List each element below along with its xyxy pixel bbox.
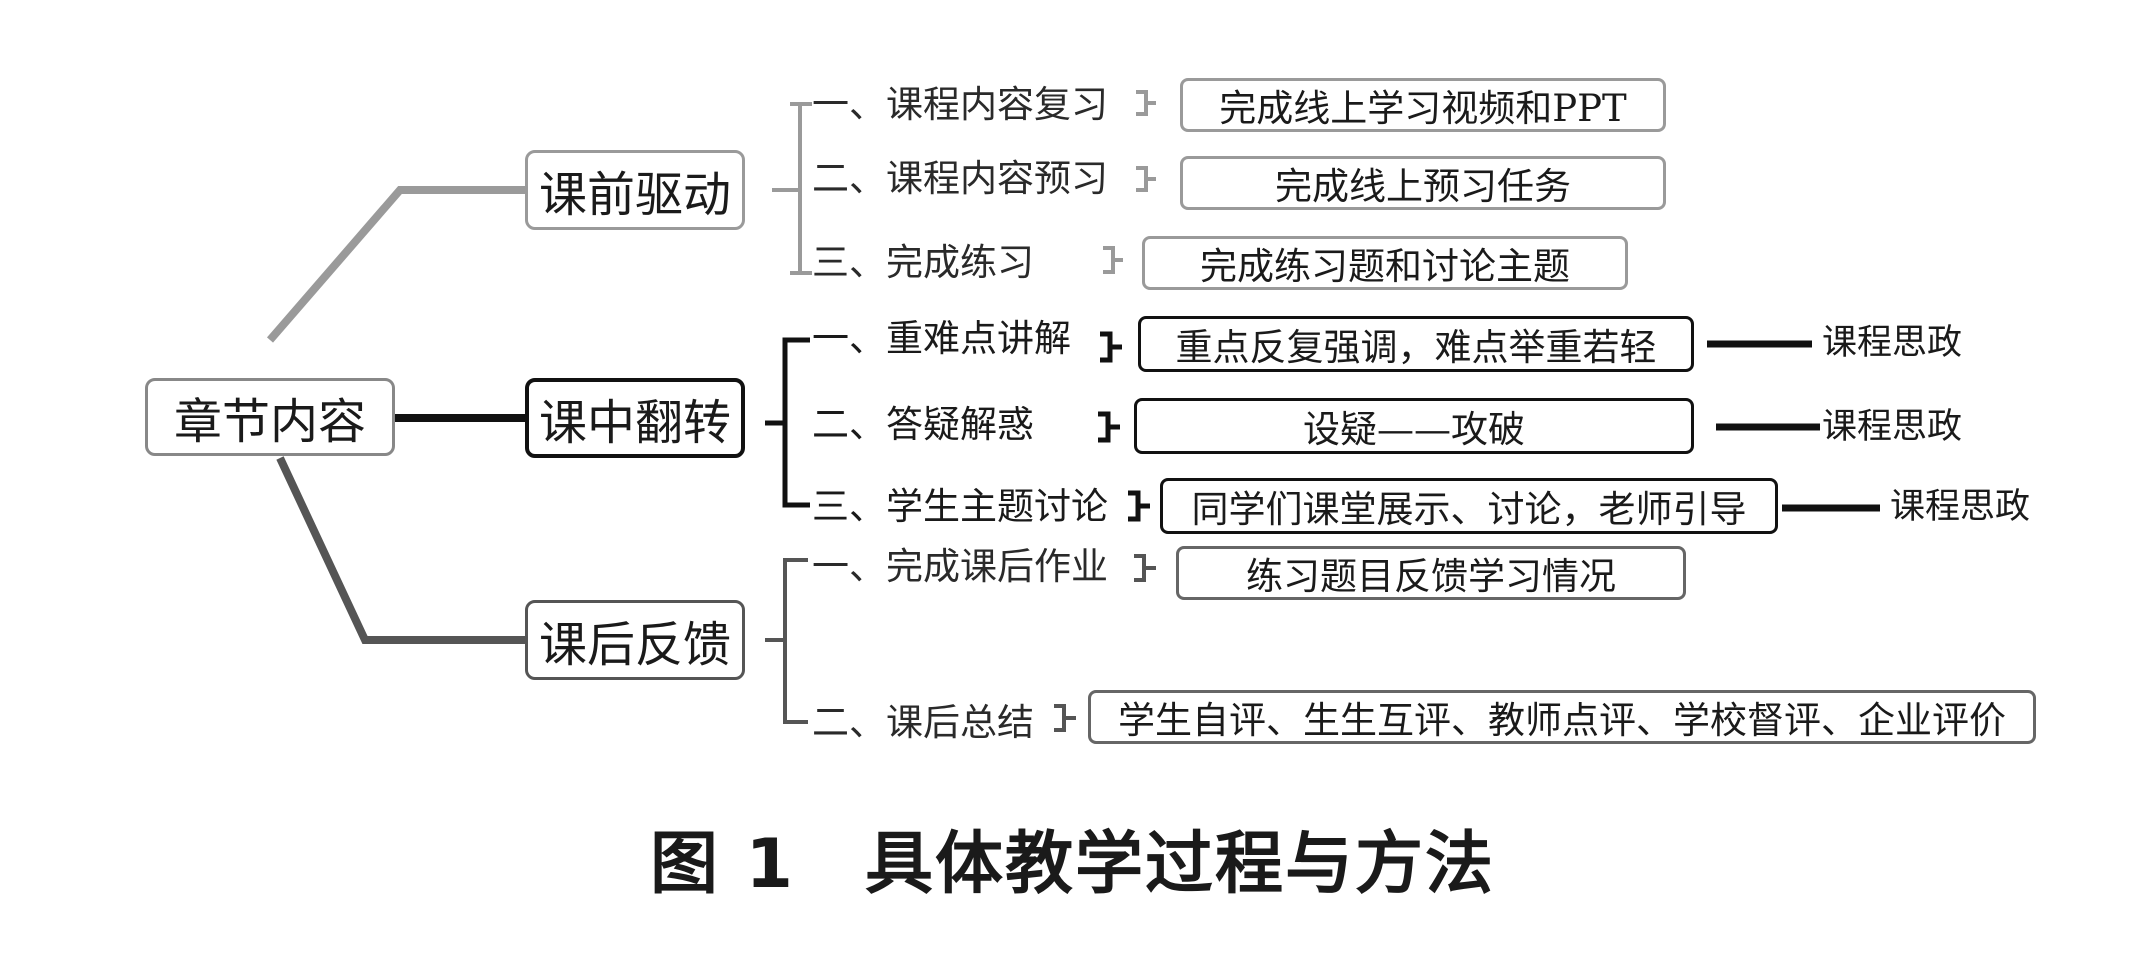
root-node: 章节内容	[145, 378, 395, 456]
detail-text: 学生自评、生生互评、教师点评、学校督评、企业评价	[1118, 699, 2006, 742]
step-label: 二、课后总结	[812, 701, 1034, 744]
connector-root-post	[276, 456, 525, 644]
branch-node-in: 课中翻转	[525, 378, 745, 458]
step-label: 一、完成课后作业	[812, 545, 1108, 588]
detail-text: 设疑——攻破	[1303, 408, 1525, 451]
detail-box: 学生自评、生生互评、教师点评、学校督评、企业评价	[1088, 690, 2036, 744]
ideology-tag: 课程思政	[1822, 407, 1963, 447]
detail-text: 练习题目反馈学习情况	[1246, 555, 1616, 598]
figure-title: 具体教学过程与方法	[864, 825, 1495, 904]
figure-caption: 图 1 具体教学过程与方法	[0, 808, 2145, 907]
detail-text: 重点反复强调，难点举重若轻	[1175, 326, 1657, 369]
step-label: 二、答疑解惑	[812, 403, 1034, 446]
branch-label: 课中翻转	[538, 395, 731, 451]
item-braces-pre	[1103, 90, 1156, 274]
step-label: 二、课程内容预习	[812, 157, 1108, 200]
step-label: 一、重难点讲解	[812, 317, 1071, 360]
branch-node-post: 课后反馈	[525, 600, 745, 680]
branch-label: 课后反馈	[538, 617, 731, 673]
detail-box: 完成练习题和讨论主题	[1142, 236, 1628, 290]
brace-pre	[772, 102, 812, 275]
branch-node-pre: 课前驱动	[525, 150, 745, 230]
step-label: 三、完成练习	[812, 241, 1034, 284]
detail-text: 完成练习题和讨论主题	[1200, 245, 1570, 288]
root-label: 章节内容	[173, 394, 366, 450]
step-label: 一、课程内容复习	[812, 83, 1108, 126]
connector-root-pre	[266, 186, 525, 343]
detail-box: 重点反复强调，难点举重若轻	[1138, 316, 1694, 372]
brace-in	[765, 337, 810, 508]
brace-post	[765, 558, 808, 724]
detail-text: 完成线上学习视频和PPT	[1219, 87, 1627, 130]
figure-number: 图 1	[649, 825, 795, 904]
ideology-tag: 课程思政	[1822, 323, 1963, 363]
item-braces-in	[1098, 331, 1150, 522]
branch-label: 课前驱动	[538, 167, 731, 223]
detail-box: 完成线上学习视频和PPT	[1180, 78, 1666, 132]
detail-box: 设疑——攻破	[1134, 398, 1694, 454]
detail-box: 完成线上预习任务	[1180, 156, 1666, 210]
detail-box: 练习题目反馈学习情况	[1176, 546, 1686, 600]
detail-text: 同学们课堂展示、讨论，老师引导	[1191, 488, 1747, 531]
item-braces-post	[1054, 554, 1156, 732]
detail-box: 同学们课堂展示、讨论，老师引导	[1160, 478, 1778, 534]
detail-text: 完成线上预习任务	[1275, 165, 1571, 208]
ideology-tag: 课程思政	[1890, 487, 2031, 527]
step-label: 三、学生主题讨论	[812, 485, 1108, 528]
tag-lines	[1707, 340, 1880, 512]
